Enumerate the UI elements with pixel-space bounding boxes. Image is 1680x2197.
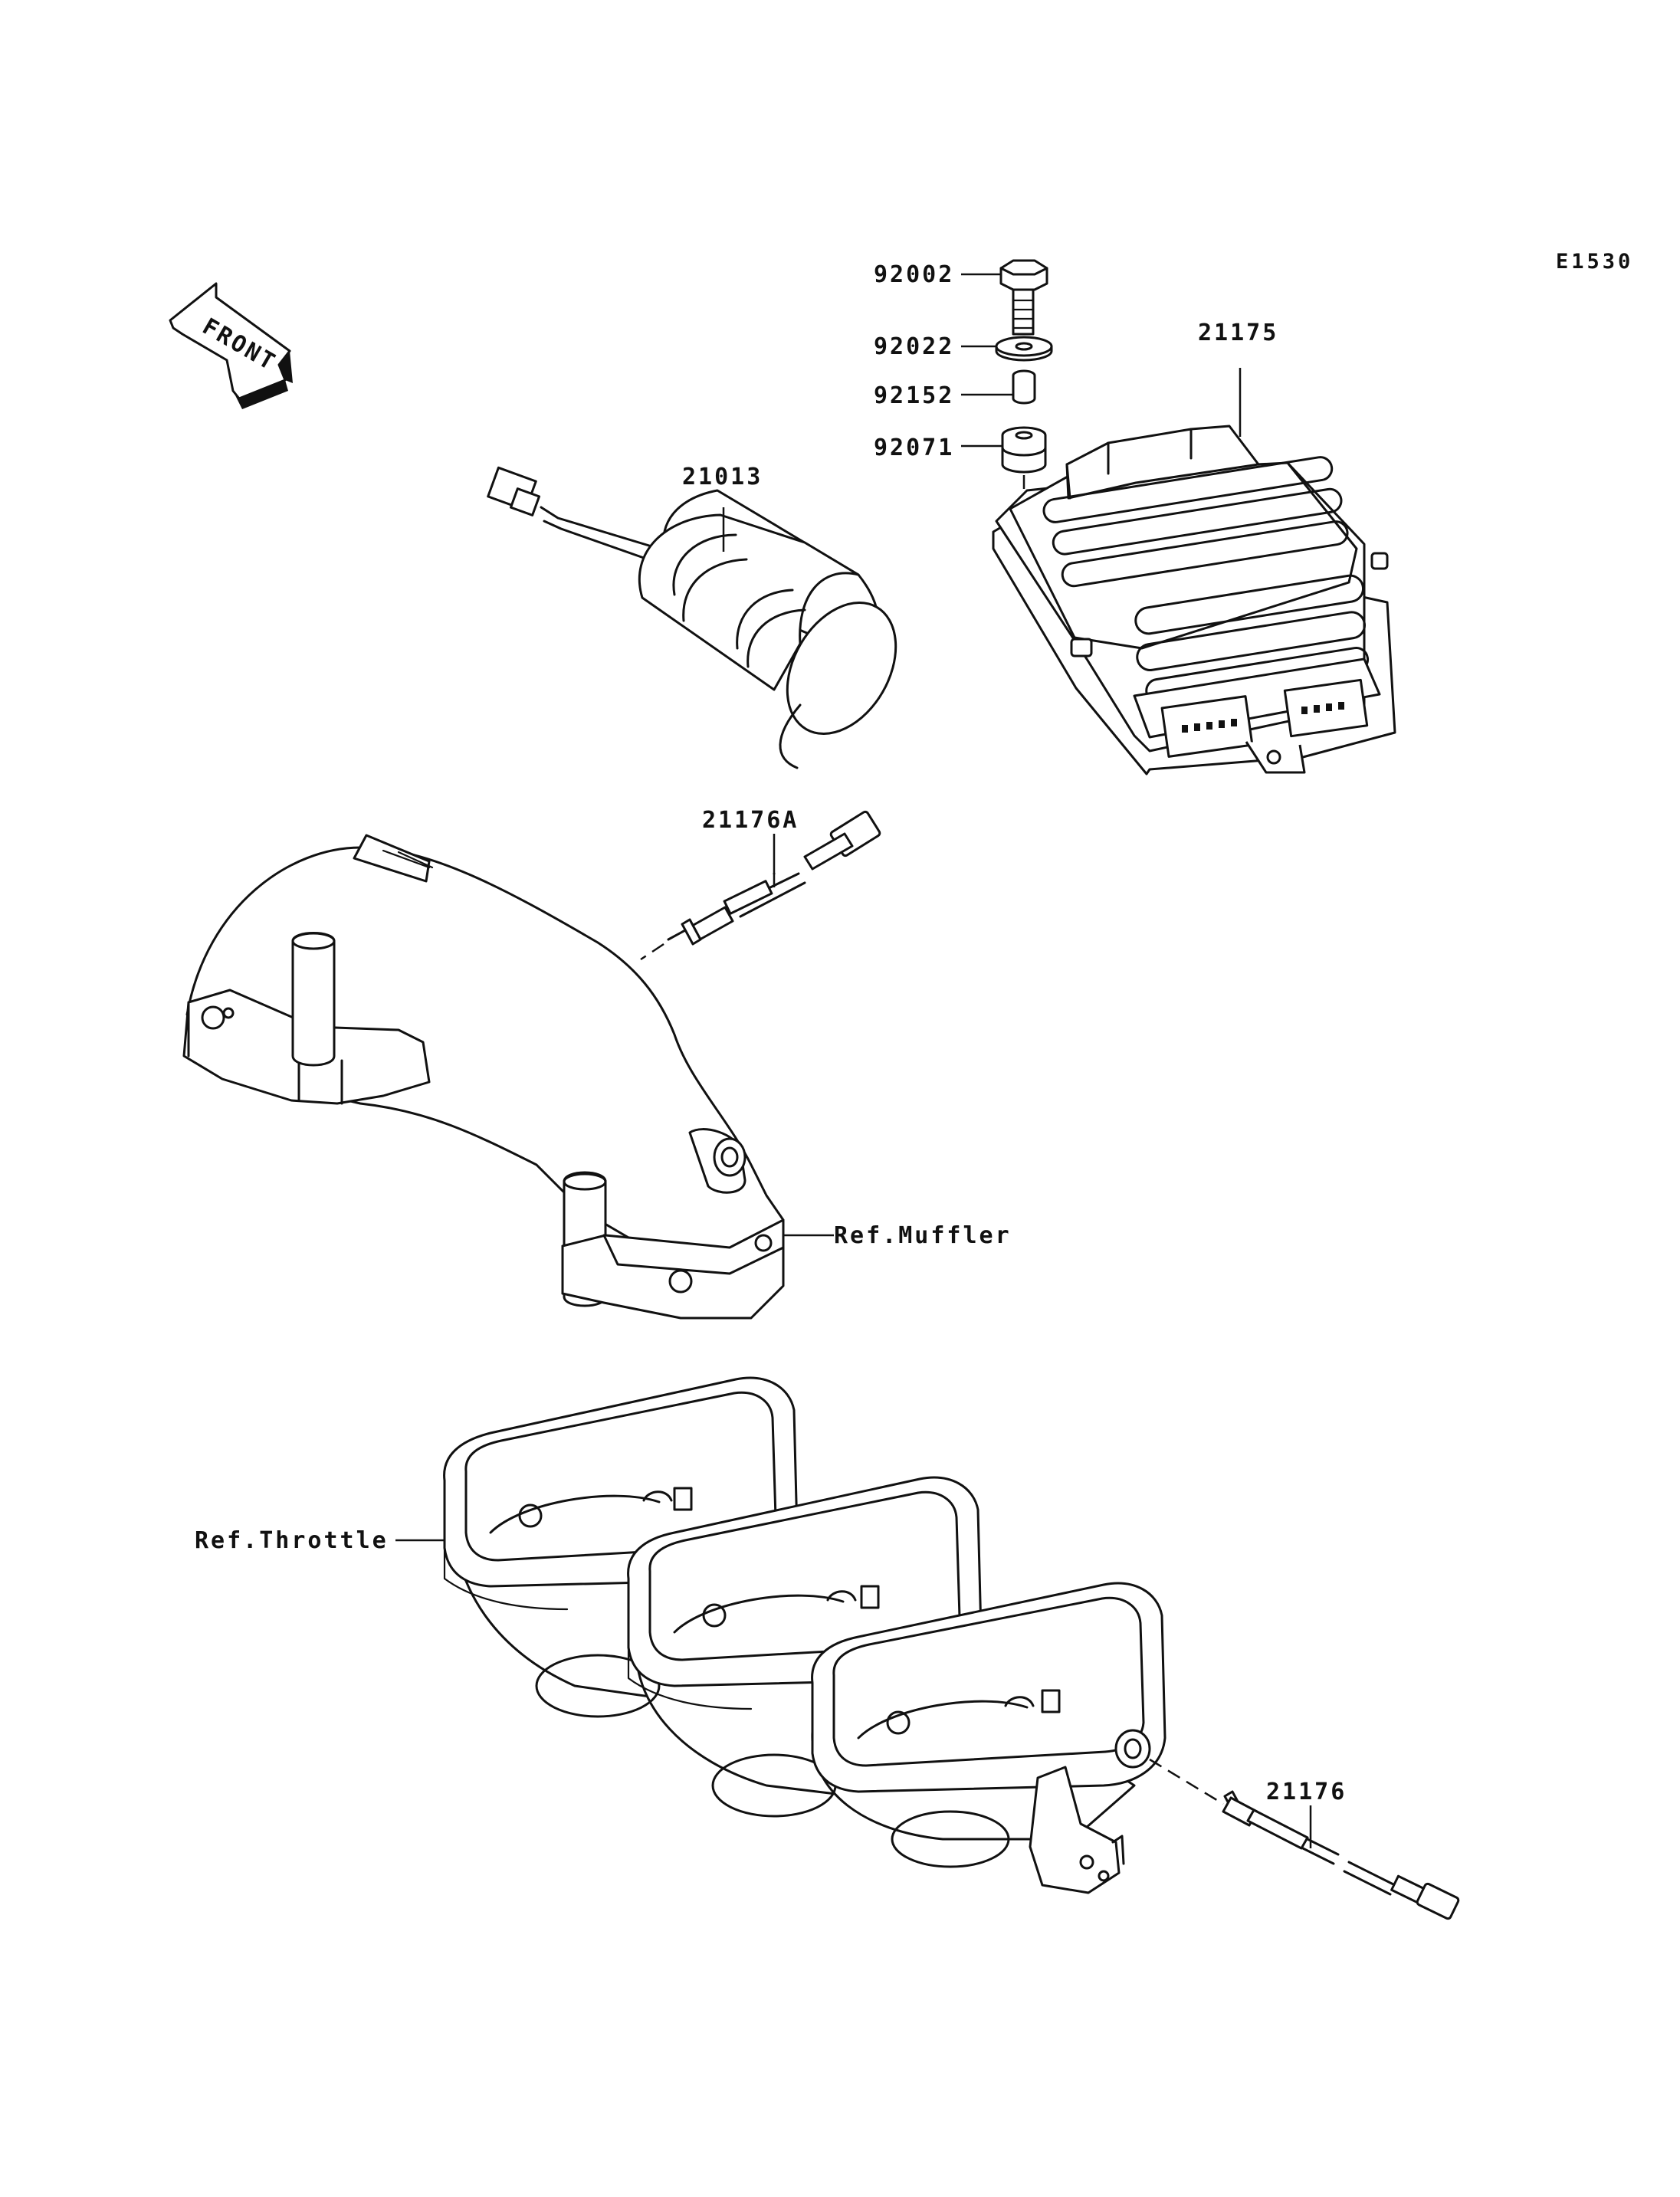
- exhaust-pipe: [182, 834, 785, 1320]
- coil-21013: [487, 466, 897, 769]
- collar-92152: [1012, 369, 1036, 405]
- ref-label-throttle: Ref.Throttle: [195, 1527, 389, 1554]
- sensor-21176: [1149, 1758, 1460, 1920]
- part-label-21013: 21013: [682, 464, 763, 490]
- part-label-21176A: 21176A: [702, 807, 799, 834]
- ref-label-muffler: Ref.Muffler: [834, 1222, 1012, 1249]
- washer-92022: [995, 336, 1053, 362]
- part-label-21175: 21175: [1198, 320, 1278, 346]
- part-label-92002: 92002: [874, 261, 954, 288]
- part-label-21176: 21176: [1266, 1779, 1347, 1805]
- control-unit-21175: [992, 425, 1396, 776]
- bolt-92002: [999, 259, 1048, 336]
- sensor-21176A: [640, 810, 881, 961]
- grommet-92071: [1001, 426, 1047, 506]
- throttle-body: [443, 1376, 1166, 1894]
- diagram-code: E1530: [1556, 250, 1633, 274]
- front-arrow-icon: FRONT: [169, 282, 293, 409]
- part-label-92071: 92071: [874, 434, 954, 461]
- part-label-92152: 92152: [874, 382, 954, 409]
- part-label-92022: 92022: [874, 333, 954, 360]
